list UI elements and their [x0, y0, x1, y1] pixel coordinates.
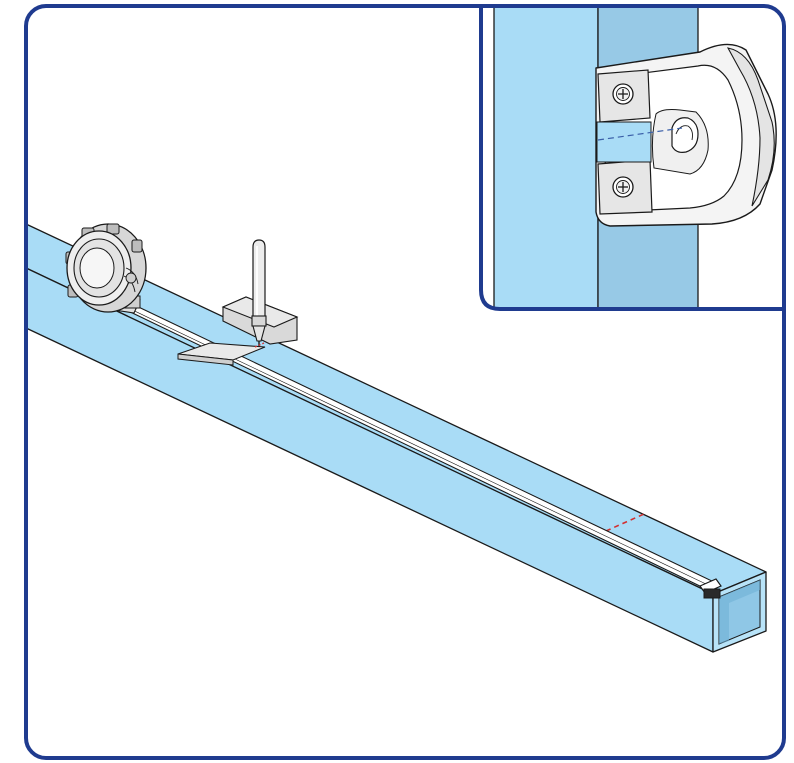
- detail-inset: [481, 6, 784, 309]
- cut-mark-line: [605, 513, 645, 532]
- square-tube-icon: [26, 223, 767, 653]
- inset-border: [479, 6, 784, 311]
- panel-frame: [24, 4, 786, 760]
- measuring-tape-icon: [65, 223, 147, 314]
- screw-icon: [612, 83, 634, 105]
- alignment-line: [597, 127, 683, 141]
- main-scene: [26, 223, 767, 653]
- marker-pen-icon: [251, 239, 267, 348]
- screw-icon: [612, 176, 634, 198]
- wall-bracket-icon: [595, 43, 777, 227]
